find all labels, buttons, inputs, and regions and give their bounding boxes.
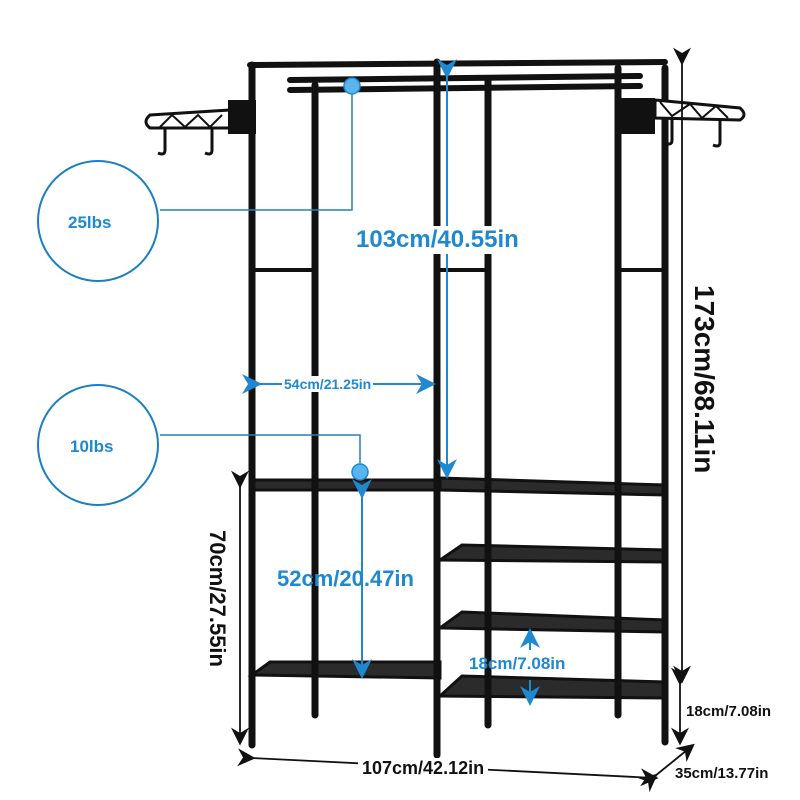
depth-label: 35cm/13.77in — [675, 765, 769, 782]
total-height-label: 173cm/68.11in — [689, 285, 720, 474]
hanging-load-badge — [37, 160, 159, 282]
hanging-load-label: 25lbs — [68, 213, 112, 232]
left-hook-arm — [144, 100, 256, 156]
total-width-label: 107cm/42.12in — [358, 758, 489, 779]
lower-height-label: 70cm/27.55in — [205, 530, 230, 667]
left-top-shelf — [250, 478, 442, 492]
shelf-load-badge — [37, 384, 159, 506]
shelf-height-label: 52cm/20.47in — [277, 566, 414, 591]
depth-line — [638, 743, 695, 793]
right-shelf-2 — [435, 543, 667, 564]
shelves — [247, 476, 667, 700]
frame-posts — [248, 58, 669, 759]
rail-callout-dot — [343, 77, 361, 95]
right-shelf-3 — [435, 610, 667, 634]
left-bottom-shelf — [247, 660, 442, 680]
shelf-callout-dot — [351, 463, 369, 481]
shelf-load-label: 10lbs — [70, 437, 114, 456]
foot-clearance-label: 18cm/7.08in — [686, 703, 772, 720]
callout-lines — [160, 88, 361, 470]
hanging-height-label: 103cm/40.55in — [356, 226, 519, 254]
right-bottom-shelf — [436, 674, 667, 700]
section-width-label: 54cm/21.25in — [282, 376, 374, 392]
shelf-spacing-label: 18cm/7.08in — [469, 654, 566, 673]
right-top-shelf — [438, 476, 667, 497]
right-hook-arm — [615, 98, 746, 148]
